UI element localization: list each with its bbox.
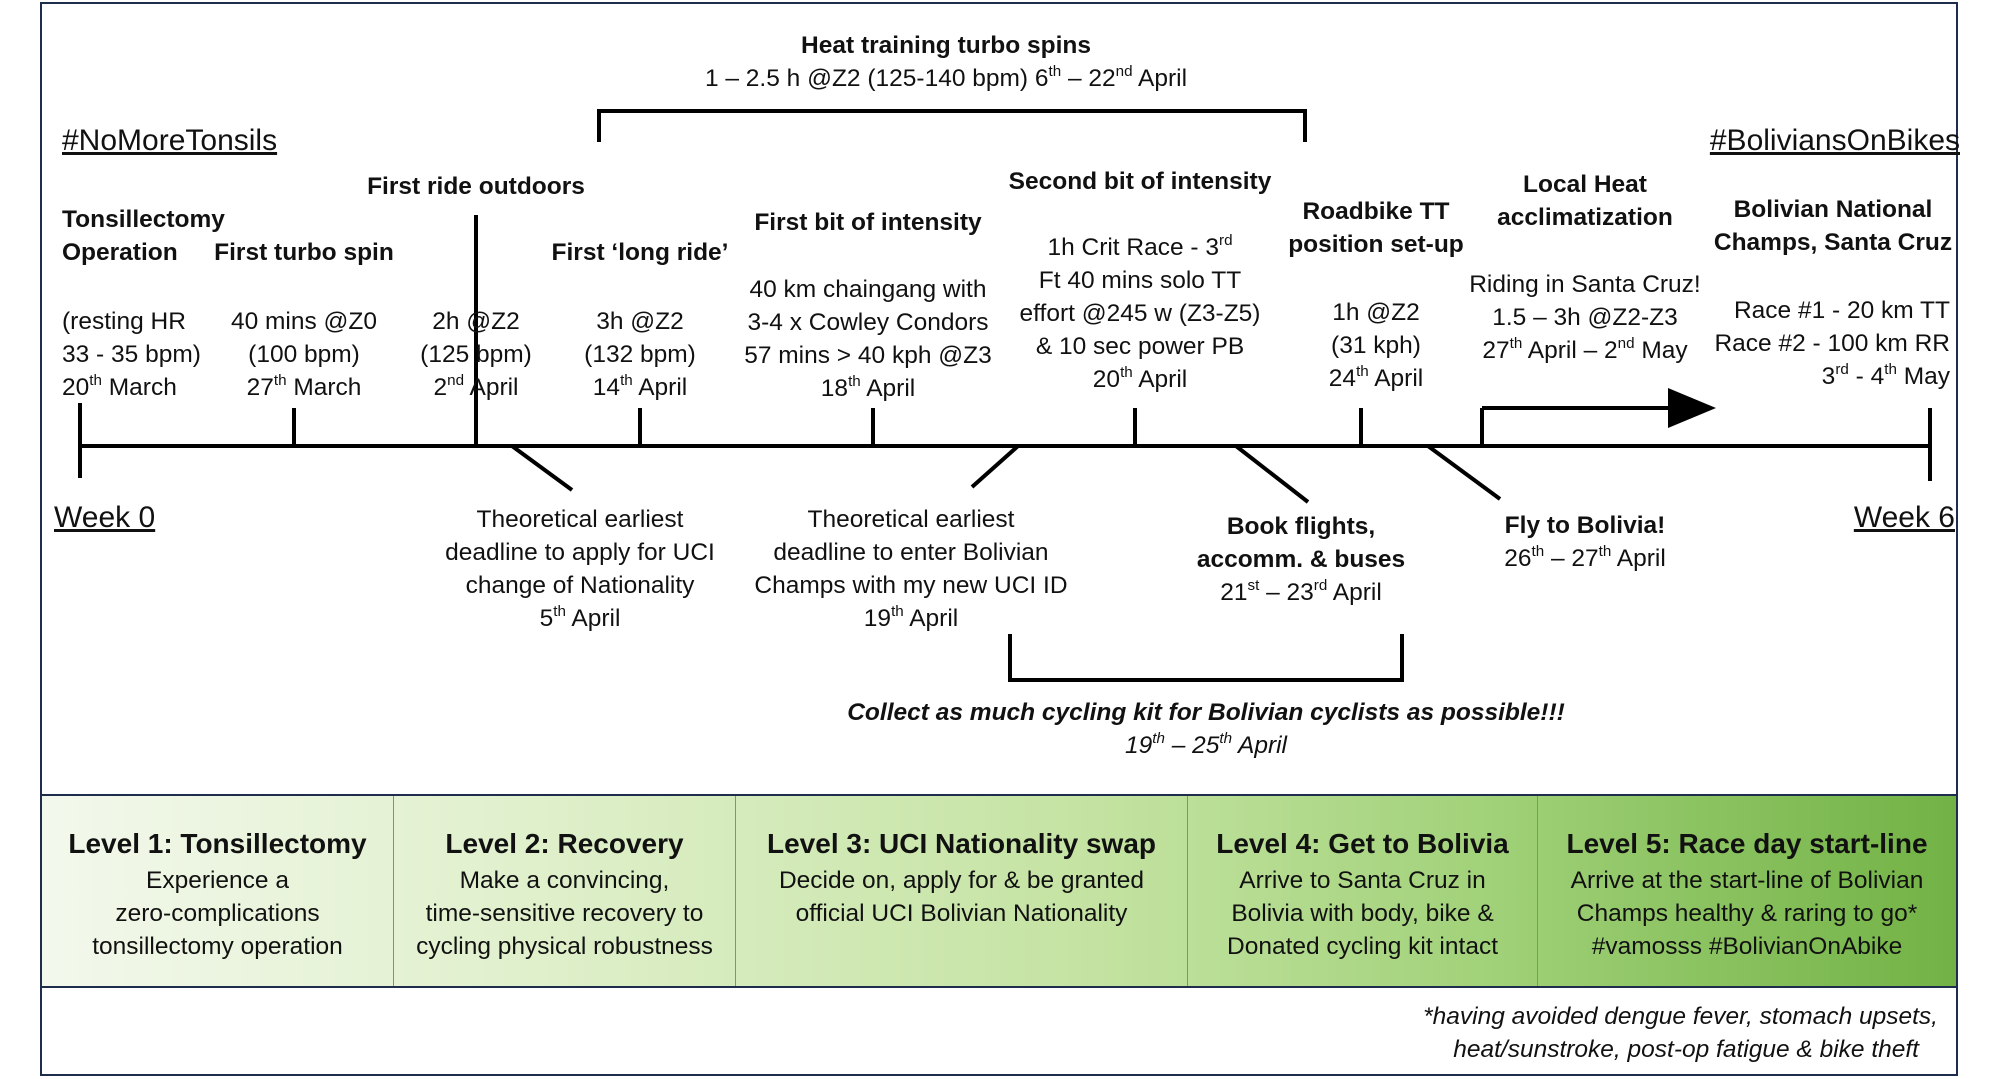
event-detail-first-outdoor-1: 2h @Z2 <box>432 308 520 335</box>
event-detail-long-ride-1: 3h @Z2 <box>596 308 684 335</box>
level-2-title: Level 2: Recovery <box>445 828 684 859</box>
event-detail-tonsillectomy-2: 33 - 35 bpm) <box>62 341 201 368</box>
event-below-fly-title: Fly to Bolivia! <box>1504 512 1666 539</box>
event-title-heat-acclim-1: Local Heat <box>1523 171 1647 198</box>
event-below-champs-entry-2: deadline to enter Bolivian <box>773 539 1049 566</box>
event-title-long-ride: First ‘long ride’ <box>551 239 729 266</box>
event-title-intensity-1: First bit of intensity <box>754 209 982 236</box>
level-4-title: Level 4: Get to Bolivia <box>1216 828 1509 859</box>
diag-enter-champs <box>970 444 1020 489</box>
event-detail-tt-setup-3: 24th April <box>1328 363 1424 392</box>
event-detail-long-ride-2: (132 bpm) <box>584 341 696 368</box>
event-below-uci-3: change of Nationality <box>465 572 695 599</box>
event-detail-heat-acclim-3: 27th April – 2nd May <box>1482 335 1688 364</box>
level-1-desc: Experience a zero-complications tonsille… <box>92 867 343 960</box>
heat-training-detail: 1 – 2.5 h @Z2 (125-140 bpm) 6th – 22nd A… <box>704 63 1188 92</box>
event-below-book-title-2: accomm. & buses <box>1196 546 1406 573</box>
event-detail-first-outdoor-3: 2nd April <box>433 372 519 401</box>
footnote-line-1: *having avoided dengue fever, stomach up… <box>1423 1003 1938 1030</box>
event-detail-long-ride-3: 14th April <box>592 372 688 401</box>
event-detail-intensity-2-b: Ft 40 mins solo TT <box>1038 267 1242 294</box>
event-title-intensity-2: Second bit of intensity <box>1008 168 1272 195</box>
level-5-title: Level 5: Race day start-line <box>1566 828 1928 859</box>
heat-training-bracket <box>597 109 1307 142</box>
levels-band: Level 1: Tonsillectomy Experience a zero… <box>42 794 1956 988</box>
kit-collection-title: Collect as much cycling kit for Bolivian… <box>847 699 1565 726</box>
event-below-uci-4: 5th April <box>539 603 621 632</box>
event-title-first-outdoor: First ride outdoors <box>367 173 585 200</box>
event-title-tonsillectomy-2: Operation <box>62 239 178 266</box>
event-detail-champs-3: 3rd - 4th May <box>1821 361 1950 390</box>
kit-collection-bracket <box>1008 634 1404 682</box>
event-detail-intensity-1-b: 3-4 x Cowley Condors <box>747 309 989 336</box>
event-detail-intensity-1-a: 40 km chaingang with <box>749 276 987 303</box>
level-2-box: Level 2: Recovery Make a convincing, tim… <box>394 796 736 986</box>
diag-book-flights <box>1234 444 1310 504</box>
event-detail-intensity-1-c: 57 mins > 40 kph @Z3 <box>744 342 992 369</box>
hashtag-no-more-tonsils: #NoMoreTonsils <box>62 124 278 157</box>
level-3-box: Level 3: UCI Nationality swap Decide on,… <box>736 796 1188 986</box>
event-detail-champs-2: Race #2 - 100 km RR <box>1714 330 1950 357</box>
event-detail-first-turbo-1: 40 mins @Z0 <box>230 308 378 335</box>
event-below-champs-entry-4: 19th April <box>863 603 959 632</box>
event-below-book-title-1: Book flights, <box>1226 513 1376 540</box>
event-detail-intensity-2-e: 20th April <box>1092 364 1188 393</box>
level-3-title: Level 3: UCI Nationality swap <box>767 828 1156 859</box>
event-below-champs-entry-3: Champs with my new UCI ID <box>754 572 1068 599</box>
event-below-uci-2: deadline to apply for UCI <box>445 539 715 566</box>
event-below-uci-1: Theoretical earliest <box>476 506 684 533</box>
event-title-champs-1: Bolivian National <box>1733 196 1933 223</box>
level-4-box: Level 4: Get to Bolivia Arrive to Santa … <box>1188 796 1538 986</box>
diag-fly-bolivia <box>1426 444 1502 501</box>
event-detail-heat-acclim-1: Riding in Santa Cruz! <box>1469 271 1701 298</box>
level-4-desc: Arrive to Santa Cruz in Bolivia with bod… <box>1227 867 1498 960</box>
event-detail-tonsillectomy-1: (resting HR <box>62 308 186 335</box>
event-detail-first-turbo-3: 27th March <box>246 372 362 401</box>
event-detail-tt-setup-1: 1h @Z2 <box>1332 299 1420 326</box>
event-detail-intensity-2-a: 1h Crit Race - 3rd <box>1047 232 1233 261</box>
event-below-fly-dates: 26th – 27th April <box>1504 543 1666 572</box>
event-detail-champs-1: Race #1 - 20 km TT <box>1733 297 1950 324</box>
event-title-tt-setup-2: position set-up <box>1288 231 1464 258</box>
event-detail-intensity-2-d: & 10 sec power PB <box>1035 333 1245 360</box>
footnote-line-2: heat/sunstroke, post-op fatigue & bike t… <box>1453 1036 1919 1063</box>
event-title-tt-setup-1: Roadbike TT <box>1302 198 1450 225</box>
kit-collection-dates: 19th – 25th April <box>1124 730 1288 759</box>
event-title-heat-acclim-2: acclimatization <box>1497 204 1673 231</box>
level-3-desc: Decide on, apply for & be granted offici… <box>778 867 1144 927</box>
week-6-label: Week 6 <box>1853 501 1955 534</box>
diag-uci-nationality <box>510 444 574 492</box>
level-1-box: Level 1: Tonsillectomy Experience a zero… <box>42 796 394 986</box>
heat-training-title: Heat training turbo spins <box>801 32 1091 59</box>
event-detail-first-outdoor-2: (125 bpm) <box>420 341 532 368</box>
event-below-champs-entry-1: Theoretical earliest <box>807 506 1015 533</box>
event-title-tonsillectomy-1: Tonsillectomy <box>62 206 225 233</box>
event-detail-intensity-2-c: effort @245 w (Z3-Z5) <box>1019 300 1261 327</box>
diagram-frame <box>40 2 1958 1076</box>
event-title-champs-2: Champs, Santa Cruz <box>1713 229 1953 256</box>
level-2-desc: Make a convincing, time-sensitive recove… <box>416 867 713 960</box>
week-0-label: Week 0 <box>54 501 156 534</box>
event-detail-heat-acclim-2: 1.5 – 3h @Z2-Z3 <box>1492 304 1678 331</box>
level-5-desc: Arrive at the start-line of Bolivian Cha… <box>1570 867 1924 960</box>
event-detail-intensity-1-d: 18th April <box>820 373 916 402</box>
event-detail-first-turbo-2: (100 bpm) <box>248 341 360 368</box>
event-below-book-dates: 21st – 23rd April <box>1220 577 1382 606</box>
event-detail-tt-setup-2: (31 kph) <box>1331 332 1421 359</box>
level-5-box: Level 5: Race day start-line Arrive at t… <box>1538 796 1956 986</box>
level-1-title: Level 1: Tonsillectomy <box>68 828 367 859</box>
hashtag-bolivians-on-bikes: #BoliviansOnBikes <box>1709 124 1960 157</box>
event-title-first-turbo: First turbo spin <box>214 239 394 266</box>
event-detail-tonsillectomy-3: 20th March <box>62 372 177 401</box>
